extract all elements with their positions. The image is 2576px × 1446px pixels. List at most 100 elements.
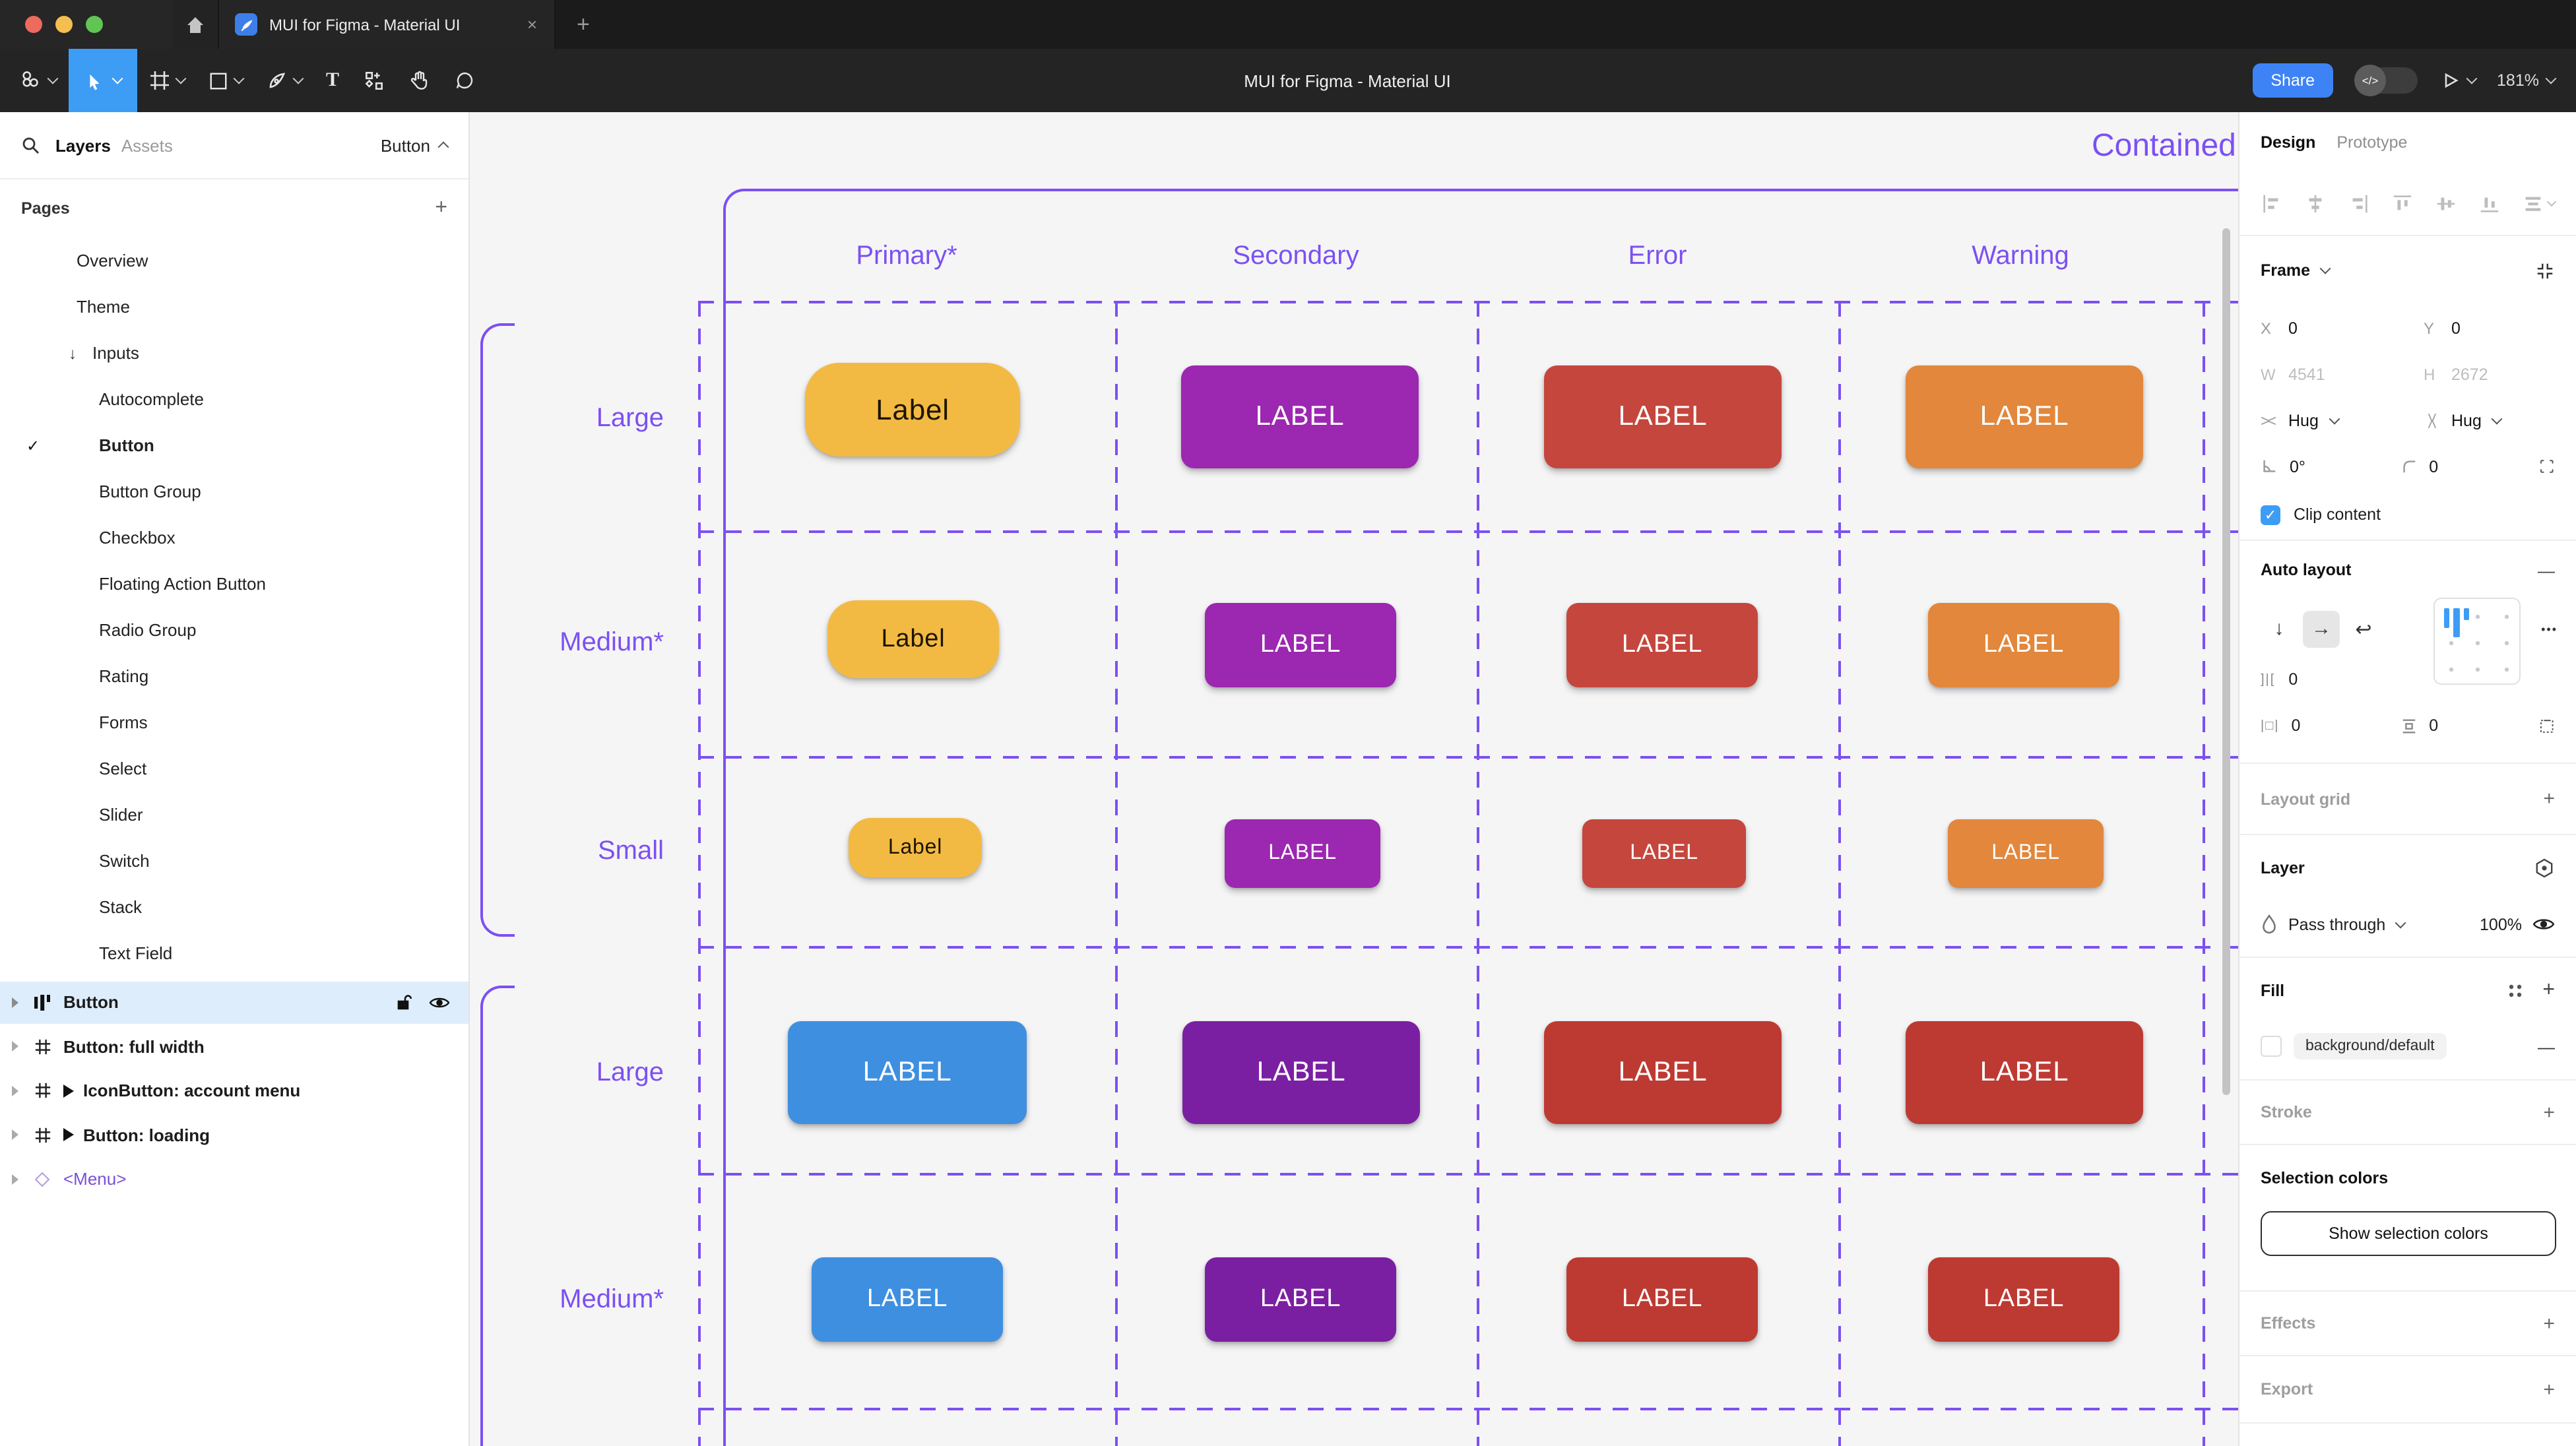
file-tab[interactable]: MUI for Figma - Material UI × bbox=[218, 0, 556, 49]
layer-row-button[interactable]: Button bbox=[0, 981, 468, 1023]
home-tab-button[interactable] bbox=[173, 0, 218, 49]
frame-tool-button[interactable] bbox=[137, 49, 197, 112]
blend-mode-dropdown[interactable]: Pass through bbox=[2288, 915, 2386, 933]
button-medium-secondary[interactable]: LABEL bbox=[1205, 603, 1396, 687]
corner-radius-field[interactable]: 0 bbox=[2400, 457, 2507, 476]
align-left-icon[interactable] bbox=[2261, 192, 2283, 214]
page-item-text-field[interactable]: Text Field bbox=[99, 943, 173, 963]
expand-chevron-icon[interactable] bbox=[12, 997, 18, 1007]
independent-corners-icon[interactable] bbox=[2539, 456, 2555, 476]
auto-layout-more-button[interactable]: ••• bbox=[2541, 622, 2558, 635]
frame-section-header[interactable]: Frame bbox=[2261, 261, 2311, 280]
resources-tool-button[interactable] bbox=[351, 49, 397, 112]
gap-value[interactable]: 0 bbox=[2288, 670, 2298, 689]
main-menu-button[interactable] bbox=[0, 49, 69, 112]
page-item-overview[interactable]: Overview bbox=[77, 251, 148, 270]
auto-layout-wrap-button[interactable]: ↩ bbox=[2355, 618, 2372, 641]
add-effect-button[interactable]: + bbox=[2543, 1312, 2555, 1335]
expand-chevron-icon[interactable] bbox=[12, 1129, 18, 1140]
tab-assets[interactable]: Assets bbox=[121, 135, 173, 155]
blend-mode-icon[interactable] bbox=[2534, 858, 2555, 879]
page-item-checkbox[interactable]: Checkbox bbox=[99, 528, 176, 548]
auto-layout-right-button[interactable]: → bbox=[2303, 610, 2340, 647]
add-stroke-button[interactable]: + bbox=[2543, 1101, 2555, 1123]
button-large-warning[interactable]: LABEL bbox=[1906, 365, 2143, 468]
text-tool-button[interactable]: T bbox=[314, 49, 351, 112]
individual-padding-icon[interactable] bbox=[2539, 716, 2555, 736]
layer-row-iconbutton-account-menu[interactable]: IconButton: account menu bbox=[0, 1069, 468, 1112]
page-item-fab[interactable]: Floating Action Button bbox=[99, 574, 266, 594]
canvas-viewport[interactable]: Contained Primary* Secondary Error Warni… bbox=[470, 112, 2238, 1446]
align-bottom-icon[interactable] bbox=[2478, 192, 2501, 214]
hand-tool-button[interactable] bbox=[397, 49, 442, 112]
page-item-stack[interactable]: Stack bbox=[99, 897, 143, 917]
zoom-level-control[interactable]: 181% bbox=[2497, 71, 2557, 90]
layer-row-button-loading[interactable]: Button: loading bbox=[0, 1114, 468, 1156]
move-tool-button[interactable] bbox=[69, 49, 137, 112]
button-large2-primary[interactable]: LABEL bbox=[788, 1021, 1027, 1124]
tab-prototype[interactable]: Prototype bbox=[2336, 133, 2408, 151]
button-medium2-secondary[interactable]: LABEL bbox=[1205, 1257, 1396, 1342]
page-item-select[interactable]: Select bbox=[99, 759, 147, 778]
clip-content-checkbox[interactable]: ✓ bbox=[2261, 505, 2280, 524]
page-item-button-group[interactable]: Button Group bbox=[99, 482, 201, 501]
horizontal-sizing-dropdown[interactable]: ><Hug bbox=[2261, 411, 2392, 429]
document-title[interactable]: MUI for Figma - Material UI bbox=[1244, 71, 1451, 90]
close-window-button[interactable] bbox=[25, 16, 42, 33]
page-item-button[interactable]: ✓Button bbox=[26, 435, 154, 455]
dev-mode-toggle[interactable]: </> bbox=[2354, 65, 2420, 96]
page-item-autocomplete[interactable]: Autocomplete bbox=[99, 389, 204, 409]
expand-chevron-icon[interactable] bbox=[12, 1085, 18, 1096]
add-layout-grid-button[interactable]: + bbox=[2543, 788, 2555, 810]
present-button[interactable] bbox=[2441, 71, 2478, 90]
vertical-sizing-dropdown[interactable]: ><Hug bbox=[2422, 411, 2555, 429]
rotation-field[interactable]: 0° bbox=[2261, 457, 2368, 476]
auto-layout-alignment-pad[interactable] bbox=[2433, 598, 2521, 685]
distribute-menu-button[interactable] bbox=[2522, 192, 2557, 214]
tab-design[interactable]: Design bbox=[2261, 133, 2316, 151]
page-selector[interactable]: Button bbox=[381, 135, 449, 155]
expand-chevron-icon[interactable] bbox=[12, 1041, 18, 1052]
share-button[interactable]: Share bbox=[2252, 63, 2334, 98]
tab-layers[interactable]: Layers bbox=[55, 135, 111, 155]
minimize-window-button[interactable] bbox=[55, 16, 73, 33]
page-item-theme[interactable]: Theme bbox=[77, 297, 130, 317]
button-medium2-error[interactable]: LABEL bbox=[1566, 1257, 1758, 1342]
align-right-icon[interactable] bbox=[2348, 192, 2370, 214]
page-item-forms[interactable]: Forms bbox=[99, 712, 148, 732]
page-item-switch[interactable]: Switch bbox=[99, 851, 150, 871]
button-medium2-warning[interactable]: LABEL bbox=[1928, 1257, 2119, 1342]
canvas-vertical-scrollbar[interactable] bbox=[2222, 228, 2230, 1095]
align-vertical-center-icon[interactable] bbox=[2435, 192, 2457, 214]
fill-token-pill[interactable]: background/default bbox=[2294, 1033, 2447, 1059]
search-icon[interactable] bbox=[21, 136, 40, 154]
remove-fill-button[interactable]: — bbox=[2538, 1036, 2555, 1056]
auto-layout-down-button[interactable]: ↓ bbox=[2274, 617, 2284, 640]
layer-row-menu-component[interactable]: <Menu> bbox=[0, 1158, 468, 1200]
new-tab-button[interactable]: + bbox=[577, 11, 590, 36]
add-page-button[interactable]: + bbox=[435, 197, 447, 219]
button-small-warning[interactable]: LABEL bbox=[1948, 819, 2104, 888]
horizontal-padding-field[interactable]: |□| 0 bbox=[2261, 716, 2301, 735]
button-large2-warning[interactable]: LABEL bbox=[1906, 1021, 2143, 1124]
layer-opacity-value[interactable]: 100% bbox=[2480, 915, 2522, 933]
button-small-primary[interactable]: Label bbox=[849, 818, 982, 877]
show-selection-colors-button[interactable]: Show selection colors bbox=[2261, 1211, 2556, 1256]
button-small-error[interactable]: LABEL bbox=[1582, 819, 1746, 888]
fill-color-swatch[interactable] bbox=[2261, 1036, 2282, 1057]
remove-auto-layout-button[interactable]: — bbox=[2538, 560, 2555, 580]
button-medium2-primary[interactable]: LABEL bbox=[812, 1257, 1003, 1342]
button-large2-error[interactable]: LABEL bbox=[1544, 1021, 1782, 1124]
maximize-window-button[interactable] bbox=[86, 16, 103, 33]
button-medium-primary[interactable]: Label bbox=[827, 600, 999, 678]
button-medium-error[interactable]: LABEL bbox=[1566, 603, 1758, 687]
button-large-primary[interactable]: Label bbox=[805, 363, 1020, 456]
collapse-corners-icon[interactable] bbox=[2535, 261, 2555, 280]
button-large-error[interactable]: LABEL bbox=[1544, 365, 1782, 468]
page-item-slider[interactable]: Slider bbox=[99, 805, 143, 825]
fill-styles-icon[interactable] bbox=[2505, 982, 2524, 1000]
align-top-icon[interactable] bbox=[2391, 192, 2414, 214]
pen-tool-button[interactable] bbox=[255, 49, 314, 112]
button-large2-secondary[interactable]: LABEL bbox=[1182, 1021, 1420, 1124]
